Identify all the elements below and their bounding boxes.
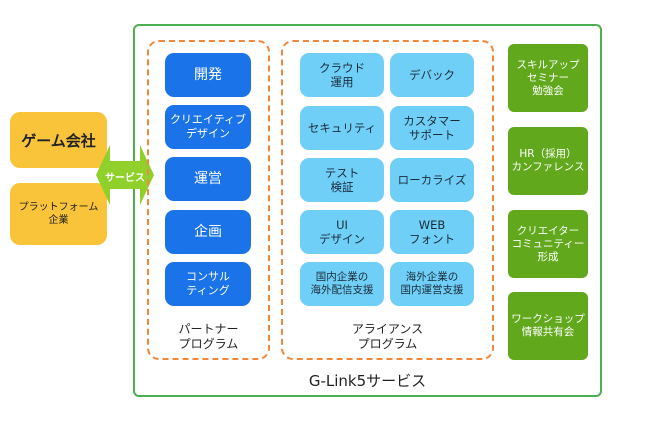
event-item: ワークショップ 情報共有会 <box>508 292 588 360</box>
alliance-item-label: ローカライズ <box>397 173 467 187</box>
alliance-item-label: WEB フォント <box>409 218 455 246</box>
frame-title: G-Link5サービス <box>308 372 427 390</box>
game-company-box: ゲーム会社 <box>10 112 107 168</box>
partner-item: 運営 <box>165 157 251 201</box>
alliance-item: UI デザイン <box>300 210 384 254</box>
partner-item: 開発 <box>165 53 251 97</box>
platform-company-box: プラットフォーム 企業 <box>10 183 107 245</box>
alliance-item: テスト 検証 <box>300 158 384 202</box>
partner-item: 企画 <box>165 210 251 254</box>
partner-item-label: コンサル ティング <box>186 270 230 297</box>
service-arrow-label: サービス <box>105 173 145 184</box>
event-item-label: クリエイター コミュニティー 形成 <box>511 224 585 263</box>
event-item-label: スキルアップ セミナー 勉強会 <box>516 58 580 97</box>
partner-item: クリエイティブ デザイン <box>165 105 251 149</box>
event-item: HR（採用） カンファレンス <box>508 127 588 195</box>
alliance-item: デバック <box>390 53 474 97</box>
partner-item-label: 開発 <box>194 67 222 83</box>
alliance-item-label: UI デザイン <box>319 218 365 246</box>
alliance-item: 海外企業の 国内運営支援 <box>390 262 474 306</box>
platform-company-label: プラットフォーム 企業 <box>18 202 99 226</box>
alliance-program-group <box>281 40 494 360</box>
partner-item: コンサル ティング <box>165 262 251 306</box>
alliance-item-label: クラウド 運用 <box>319 61 365 89</box>
event-item: クリエイター コミュニティー 形成 <box>508 210 588 278</box>
alliance-program-label: アライアンス プログラム <box>351 322 424 351</box>
alliance-item: クラウド 運用 <box>300 53 384 97</box>
partner-item-label: 運営 <box>194 171 222 187</box>
alliance-item-label: 国内企業の 海外配信支援 <box>310 271 374 296</box>
event-item-label: HR（採用） カンファレンス <box>511 148 585 173</box>
alliance-item: ローカライズ <box>390 158 474 202</box>
alliance-item: カスタマー サポート <box>390 106 474 150</box>
partner-item-label: クリエイティブ デザイン <box>169 113 247 140</box>
alliance-item-label: カスタマー サポート <box>403 114 461 142</box>
event-item: スキルアップ セミナー 勉強会 <box>508 44 588 112</box>
game-company-label: ゲーム会社 <box>21 131 96 150</box>
alliance-item-label: 海外企業の 国内運営支援 <box>400 271 464 296</box>
alliance-item-label: セキュリティ <box>307 121 377 135</box>
event-item-label: ワークショップ 情報共有会 <box>511 313 585 338</box>
alliance-item: セキュリティ <box>300 106 384 150</box>
partner-item-label: 企画 <box>194 224 222 240</box>
partner-program-label: パートナー プログラム <box>178 322 239 351</box>
service-arrow-icon <box>96 145 154 205</box>
alliance-item: WEB フォント <box>390 210 474 254</box>
alliance-item-label: デバック <box>409 68 455 82</box>
alliance-item-label: テスト 検証 <box>324 166 360 194</box>
alliance-item: 国内企業の 海外配信支援 <box>300 262 384 306</box>
partner-program-group <box>147 40 270 360</box>
